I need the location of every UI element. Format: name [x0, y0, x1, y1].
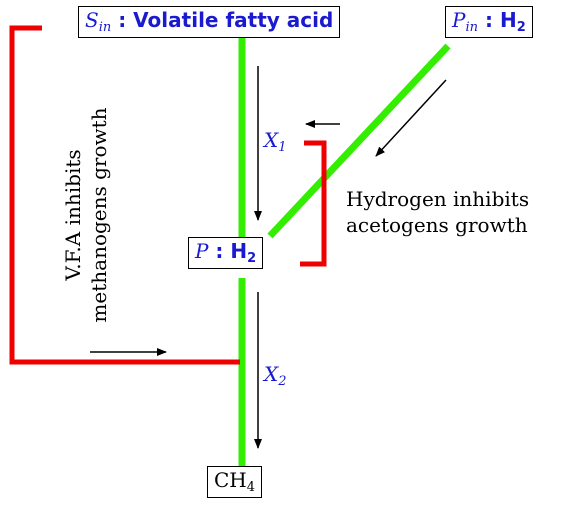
- substrate-var-sub: in: [98, 20, 112, 35]
- substrate-var: S: [85, 8, 99, 32]
- hydrogen-in-label: H: [499, 8, 517, 32]
- node-substrate-in: Sin : Volatile fatty acid: [78, 6, 341, 38]
- node-methane: CH4: [207, 466, 263, 498]
- flow-hydrogen-inflow: [267, 43, 451, 239]
- population-x2: X2: [264, 362, 287, 389]
- inhibition-vfa-bracket: [9, 25, 240, 365]
- x1-sub: 1: [278, 140, 287, 155]
- annotation-hydrogen-line-1: Hydrogen inhibits: [346, 187, 530, 211]
- methane-label: CH: [214, 468, 247, 492]
- population-x1: X1: [264, 128, 287, 155]
- x1-var: X: [264, 128, 279, 152]
- node-hydrogen-in: Pin : H2: [445, 6, 533, 38]
- hydrogen-in-sep: :: [478, 8, 500, 32]
- annotation-vfa-inhibits: V.F.A inhibits methanogens growth: [60, 90, 112, 340]
- annotation-vfa-line-1: V.F.A inhibits: [61, 149, 85, 281]
- annotation-vfa-line-2: methanogens growth: [87, 107, 111, 323]
- annotation-hydrogen-line-2: acetogens growth: [346, 213, 528, 237]
- hydrogen-mid-label-sub: 2: [247, 251, 257, 266]
- substrate-label: Volatile fatty acid: [133, 8, 334, 32]
- hydrogen-mid-var: P: [195, 239, 209, 263]
- methane-label-sub: 4: [246, 480, 256, 495]
- x2-sub: 2: [278, 374, 287, 389]
- hydrogen-mid-label: H: [230, 239, 248, 263]
- hydrogen-mid-sep: :: [208, 239, 231, 263]
- arrow-hydrogen-inflow: [375, 79, 447, 157]
- hydrogen-in-label-sub: 2: [516, 20, 526, 35]
- hydrogen-in-var: P: [452, 8, 466, 32]
- hydrogen-in-var-sub: in: [465, 20, 478, 35]
- inhibition-hydrogen-bracket: [300, 140, 327, 267]
- x2-var: X: [264, 362, 279, 386]
- node-hydrogen-mid: P : H2: [188, 237, 264, 269]
- substrate-sep: :: [111, 8, 134, 32]
- annotation-hydrogen-inhibits: Hydrogen inhibits acetogens growth: [346, 186, 529, 238]
